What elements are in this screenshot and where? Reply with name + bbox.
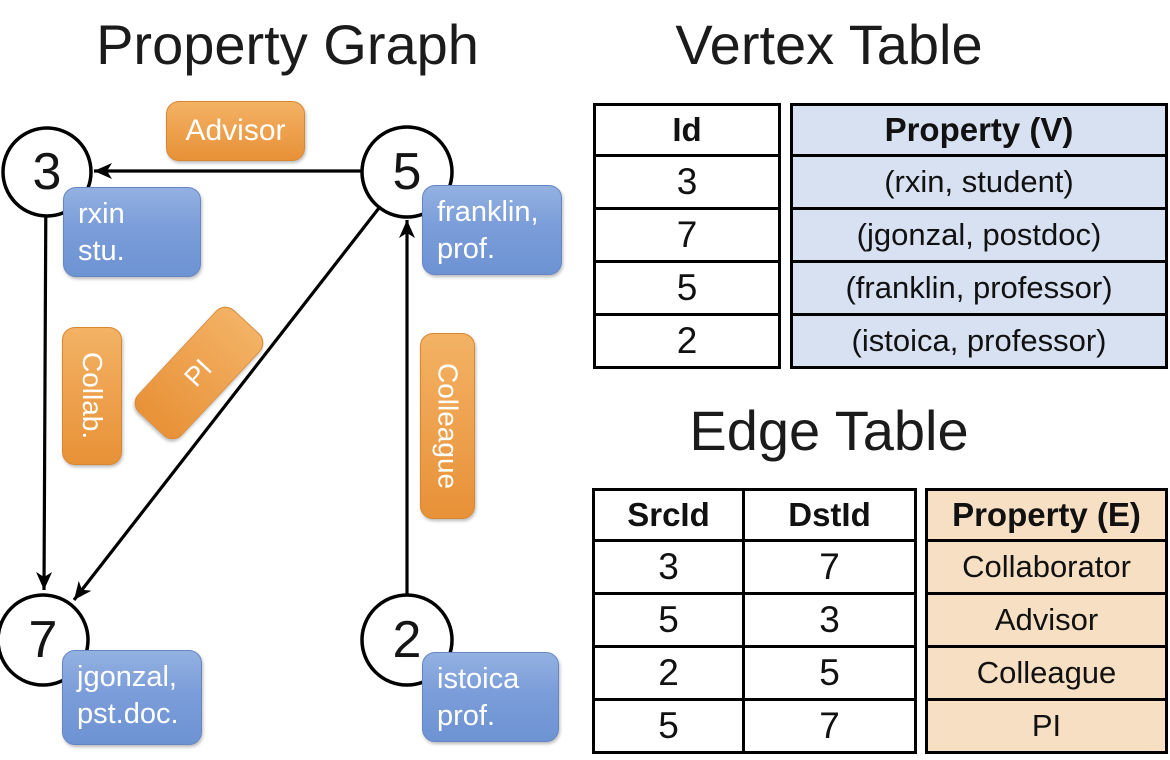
vertex-id-cell: 5 bbox=[596, 260, 778, 313]
edge-dstid-cell: 7 bbox=[742, 539, 914, 592]
vertex-table-property-column: Property (V) (rxin, student) (jgonzal, p… bbox=[790, 103, 1168, 369]
edge-arrow-3-to-7 bbox=[36, 171, 53, 591]
edge-arrow-5-to-7 bbox=[72, 171, 409, 601]
vertex-label-line1: jgonzal, bbox=[77, 661, 177, 693]
vertex-id-cell: 7 bbox=[596, 207, 778, 260]
edge-property-cell: Advisor bbox=[928, 592, 1165, 645]
edge-label-text: Advisor bbox=[185, 114, 286, 147]
edge-table-title: Edge Table bbox=[689, 399, 969, 462]
vertex-label-line1: franklin, bbox=[437, 196, 539, 228]
vertex-table-id-header: Id bbox=[672, 111, 702, 148]
edge-property-cell: Collaborator bbox=[928, 539, 1165, 592]
vertex-label-line2: prof. bbox=[437, 233, 496, 265]
vertex-property-cell: (franklin, professor) bbox=[793, 260, 1165, 313]
edge-label-text: Colleague bbox=[432, 362, 464, 490]
vertex-label-line1: istoica bbox=[437, 663, 520, 695]
vertex-label-jgonzal: jgonzal, pst.doc. bbox=[62, 650, 202, 745]
vertex-id-cell: 3 bbox=[596, 154, 778, 207]
vertex-label-line2: pst.doc. bbox=[77, 698, 179, 730]
vertex-label-line2: stu. bbox=[78, 235, 125, 267]
vertex-property-cell: (istoica, professor) bbox=[793, 313, 1165, 366]
edge-srcid-cell: 5 bbox=[595, 592, 742, 645]
vertex-table: Id 3 7 5 2 Property (V) (rxin, student) … bbox=[593, 103, 1168, 369]
edge-dstid-cell: 5 bbox=[742, 645, 914, 698]
vertex-label-istoica: istoica prof. bbox=[422, 652, 559, 742]
vertex-table-property-header: Property (V) bbox=[793, 106, 1165, 154]
node-3-id: 3 bbox=[33, 143, 62, 201]
vertex-label-line2: prof. bbox=[437, 700, 496, 732]
property-graph-title: Property Graph bbox=[96, 13, 479, 76]
vertex-label-rxin: rxin stu. bbox=[63, 187, 201, 277]
edge-table-property-column: Property (E) Collaborator Advisor Collea… bbox=[925, 488, 1168, 754]
edge-property-cell: PI bbox=[928, 698, 1165, 751]
edge-label-collab: Collab. bbox=[62, 327, 122, 465]
edge-table-dstid-header: DstId bbox=[742, 491, 914, 539]
edge-label-advisor: Advisor bbox=[166, 101, 305, 161]
edge-label-text: Collab. bbox=[77, 352, 108, 440]
edge-srcid-cell: 2 bbox=[595, 645, 742, 698]
vertex-table-id-column: Id 3 7 5 2 bbox=[593, 103, 781, 369]
node-5-id: 5 bbox=[393, 143, 422, 201]
edge-label-colleague: Colleague bbox=[420, 333, 475, 519]
edge-srcid-cell: 3 bbox=[595, 539, 742, 592]
edge-dstid-cell: 7 bbox=[742, 698, 914, 751]
vertex-property-cell: (jgonzal, postdoc) bbox=[793, 207, 1165, 260]
edge-table-srcid-header: SrcId bbox=[627, 496, 710, 533]
edge-dstid-cell: 3 bbox=[742, 592, 914, 645]
vertex-label-franklin: franklin, prof. bbox=[422, 185, 562, 275]
vertex-table-title: Vertex Table bbox=[675, 13, 983, 76]
node-2-id: 2 bbox=[393, 611, 422, 669]
edge-srcid-cell: 5 bbox=[595, 698, 742, 751]
node-7-id: 7 bbox=[29, 611, 58, 669]
edge-table-property-header: Property (E) bbox=[928, 491, 1165, 539]
edge-table-id-columns: SrcId DstId 3 7 5 3 2 5 5 7 bbox=[592, 488, 917, 754]
edge-label-text: PI bbox=[178, 353, 219, 393]
vertex-id-cell: 2 bbox=[596, 313, 778, 366]
vertex-label-line1: rxin bbox=[78, 198, 125, 230]
edge-table: SrcId DstId 3 7 5 3 2 5 5 7 Property (E)… bbox=[592, 488, 1168, 754]
vertex-property-cell: (rxin, student) bbox=[793, 154, 1165, 207]
edge-property-cell: Colleague bbox=[928, 645, 1165, 698]
